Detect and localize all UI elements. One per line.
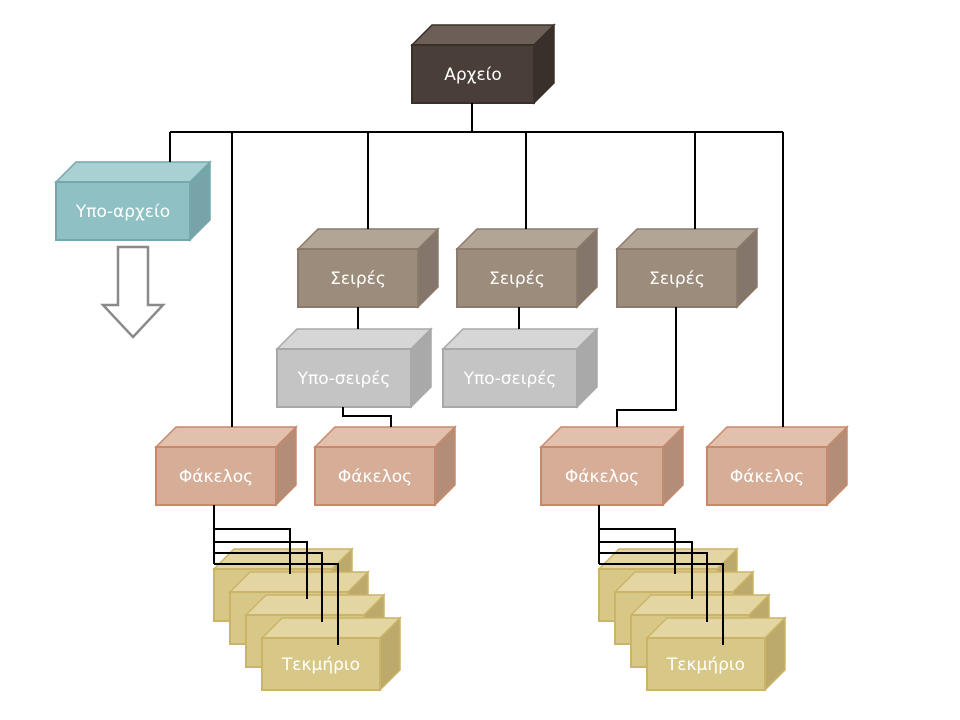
node-label: Σειρές (649, 269, 705, 289)
node-folder4: Φάκελος (705, 425, 849, 507)
connector-folder3-items-branch (599, 563, 724, 645)
box-front-face (155, 446, 277, 506)
box-top-face (455, 228, 599, 250)
node-folder1: Φάκελος (154, 425, 298, 507)
box-top-face (296, 228, 440, 250)
continuation-arrow (100, 245, 166, 339)
box-top-face (539, 426, 685, 448)
node-folder3: Φάκελος (539, 425, 685, 507)
box-front-face (411, 44, 535, 104)
node-label: Σειρές (489, 269, 545, 289)
connector-folder1-items-branch (214, 563, 339, 645)
box-top-face (615, 228, 759, 250)
connector-folder3-items-branch (599, 528, 676, 574)
connector-folder1-items-branch (214, 552, 323, 622)
box-top-face (228, 571, 370, 593)
box-top-face (154, 426, 298, 448)
connector-folder3-items-branch (599, 552, 708, 622)
box-front-face (314, 446, 436, 506)
box-top-face (260, 617, 402, 639)
node-label: Υπο-σειρές (463, 369, 557, 389)
item-box: Τεκμήριο (260, 616, 402, 692)
box-top-face (613, 571, 755, 593)
item-box: Τεκμήριο (645, 616, 787, 692)
node-subseries1: Υπο-σειρές (275, 327, 433, 409)
node-label: Υπο-σειρές (297, 369, 391, 389)
box-front-face (276, 348, 412, 408)
node-archive: Αρχείο (410, 23, 556, 105)
box-top-face (629, 594, 771, 616)
box-top-face (244, 594, 386, 616)
box-top-face (54, 161, 212, 183)
box-front-face (646, 637, 766, 691)
box-top-face (275, 328, 433, 350)
box-top-face (441, 328, 599, 350)
box-front-face (297, 248, 419, 308)
node-label: Φάκελος (730, 467, 804, 487)
box-front-face (706, 446, 828, 506)
node-label: Φάκελος (338, 467, 412, 487)
node-folder2: Φάκελος (313, 425, 457, 507)
node-series1: Σειρές (296, 227, 440, 309)
node-subseries2: Υπο-σειρές (441, 327, 599, 409)
connectors (169, 103, 784, 645)
connector-series3-folder3 (616, 307, 677, 427)
node-label: Τεκμήριο (666, 655, 745, 675)
box-front-face (442, 348, 578, 408)
node-items-right-stack: Τεκμήριο (597, 547, 787, 692)
box-top-face (645, 617, 787, 639)
box-front-face (55, 181, 191, 241)
node-label: Υπο-αρχείο (75, 202, 170, 222)
node-series3: Σειρές (615, 227, 759, 309)
box-front-face (540, 446, 664, 506)
node-label: Φάκελος (565, 467, 639, 487)
node-label: Φάκελος (179, 467, 253, 487)
connector-subseries1-folder2 (342, 407, 392, 427)
box-front-face (456, 248, 578, 308)
box-front-face (261, 637, 381, 691)
connector-folder1-items-branch (214, 541, 308, 599)
box-top-face (313, 426, 457, 448)
box-top-face (705, 426, 849, 448)
node-label: Αρχείο (444, 65, 502, 85)
connector-folder1-items-branch (214, 528, 291, 574)
arrow-down-icon (100, 245, 166, 339)
node-items-left-stack: Τεκμήριο (212, 547, 402, 692)
node-label: Τεκμήριο (281, 655, 360, 675)
box-top-face (410, 24, 556, 46)
node-series2: Σειρές (455, 227, 599, 309)
node-label: Σειρές (330, 269, 386, 289)
connector-folder3-items-branch (599, 541, 693, 599)
node-subarchive: Υπο-αρχείο (54, 160, 212, 242)
